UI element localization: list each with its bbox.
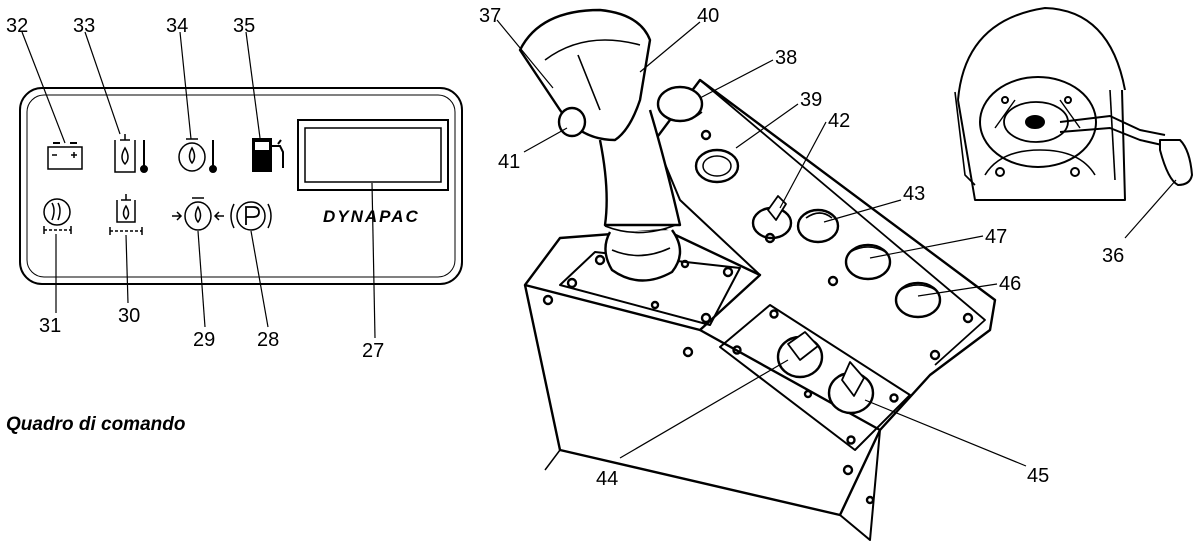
callout-28: 28 (257, 329, 279, 351)
callout-36: 36 (1102, 245, 1124, 267)
button-39 (694, 148, 740, 184)
switch-43 (796, 208, 840, 244)
callout-32: 32 (6, 15, 28, 37)
callout-47: 47 (985, 226, 1007, 248)
callout-42: 42 (828, 110, 850, 132)
display-screen (304, 127, 442, 183)
joystick-handle (518, 8, 652, 142)
callout-38: 38 (775, 47, 797, 69)
callout-37: 37 (479, 5, 501, 27)
fuel-pump-icon (252, 138, 284, 172)
callout-43: 43 (903, 183, 925, 205)
control-console (518, 8, 997, 541)
detail-lever-grip (1159, 139, 1193, 186)
detail-leader-line (1124, 179, 1177, 239)
display-window (297, 119, 449, 191)
callout-46: 46 (999, 273, 1021, 295)
engine-oil-pressure-icon (172, 197, 224, 231)
callout-33: 33 (73, 15, 95, 37)
joystick-shaft (598, 109, 682, 227)
panel-callout-labels: 32 33 34 35 31 30 29 28 27 (6, 15, 384, 362)
panel-inner-outline (26, 94, 456, 278)
callout-29: 29 (193, 329, 215, 351)
engine-oil-temperature-icon (178, 138, 217, 173)
callout-35: 35 (233, 15, 255, 37)
panel-leader-lines (21, 31, 376, 339)
figure-caption: Quadro di comando (6, 414, 186, 435)
callout-41: 41 (498, 151, 520, 173)
callout-34: 34 (166, 15, 188, 37)
console-callout-labels: 37 40 38 39 41 42 43 47 46 44 45 (479, 5, 1049, 490)
lower-switch-panel (719, 304, 911, 451)
joystick-side-button (557, 106, 587, 138)
detail-housing (957, 89, 1126, 201)
hydraulic-oil-temperature-icon (114, 134, 148, 173)
detail-drum (979, 76, 1097, 168)
parking-brake-icon (230, 201, 272, 231)
callout-44: 44 (596, 468, 618, 490)
panel-outline (19, 87, 463, 285)
switch-46 (894, 281, 942, 319)
switch-47 (844, 243, 892, 281)
hydraulic-oil-filter-icon (109, 194, 143, 235)
joystick-mount-plate (559, 251, 741, 326)
callout-27: 27 (362, 340, 384, 362)
console-leader-lines (496, 19, 1027, 467)
air-filter-icon (43, 198, 72, 234)
brand-logo: DYNAPAC (323, 207, 420, 226)
detail-lever (1059, 115, 1166, 146)
detail-inset (954, 7, 1193, 201)
instrument-panel (19, 87, 463, 285)
callout-45: 45 (1027, 465, 1049, 487)
callout-39: 39 (800, 89, 822, 111)
callout-31: 31 (39, 315, 61, 337)
callout-40: 40 (697, 5, 719, 27)
battery-icon (47, 142, 83, 170)
callout-30: 30 (118, 305, 140, 327)
detail-hood-arc (957, 7, 1126, 101)
